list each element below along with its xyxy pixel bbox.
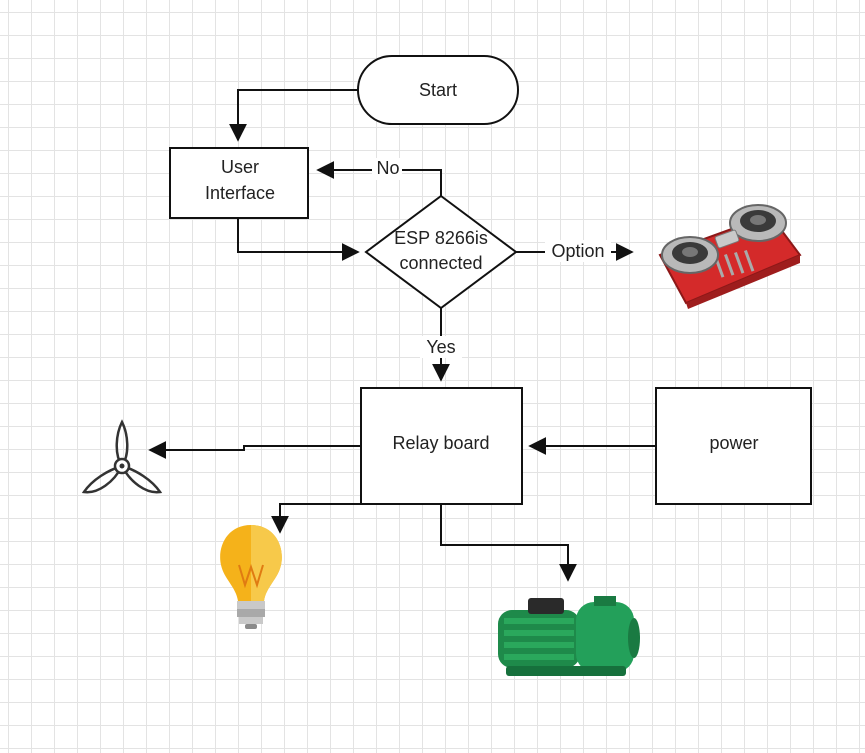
user-interface-box[interactable]: User Interface — [170, 148, 308, 218]
light-bulb-icon — [220, 525, 282, 629]
yes-label: Yes — [426, 337, 455, 357]
option-label: Option — [551, 241, 604, 261]
connector-relay-to-pump — [441, 504, 568, 580]
connector-start-to-ui — [238, 90, 358, 140]
relay-board-box[interactable]: Relay board — [361, 388, 522, 504]
no-label: No — [376, 158, 399, 178]
decision-label-line1: ESP 8266is — [394, 228, 488, 248]
esp-connected-decision[interactable]: ESP 8266is connected — [366, 196, 516, 308]
decision-label-line2: connected — [399, 253, 482, 273]
fan-icon — [84, 422, 160, 492]
start-label: Start — [419, 80, 457, 100]
connector-relay-to-bulb — [280, 504, 361, 532]
ultrasonic-sensor-icon — [660, 205, 800, 309]
power-box[interactable]: power — [656, 388, 811, 504]
connector-ui-to-decision — [238, 218, 358, 252]
connector-relay-to-fan — [150, 446, 361, 450]
start-terminal[interactable]: Start — [358, 56, 518, 124]
relay-board-label: Relay board — [392, 433, 489, 453]
power-label: power — [709, 433, 758, 453]
user-interface-label-line1: User — [221, 157, 259, 177]
user-interface-label-line2: Interface — [205, 183, 275, 203]
water-pump-icon — [498, 596, 640, 676]
